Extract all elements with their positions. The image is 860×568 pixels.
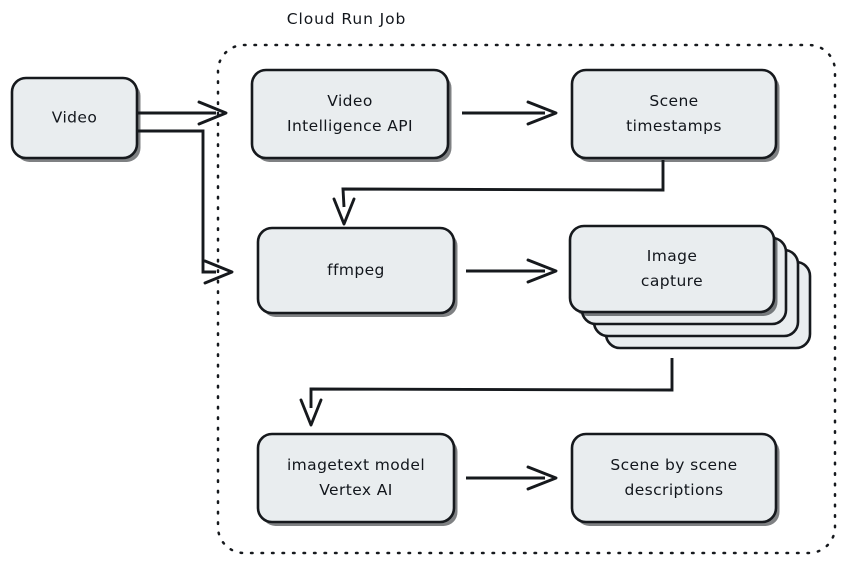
edge-ffmpeg-to-image-capture — [466, 258, 558, 284]
group-border — [216, 43, 837, 555]
node-label: descriptions — [624, 481, 723, 499]
node-body[interactable] — [250, 68, 450, 160]
edge-image-capture-to-imagetext — [299, 358, 674, 427]
node-body[interactable] — [256, 432, 456, 524]
node-label: imagetext model — [287, 456, 425, 474]
node-body[interactable] — [10, 76, 139, 160]
group-cloud-run-job: Cloud Run Job — [216, 10, 837, 555]
node-body[interactable] — [570, 68, 778, 160]
node-label: Scene — [649, 92, 698, 110]
node-image-capture[interactable]: Image capture — [568, 224, 812, 350]
node-label: Video — [52, 109, 97, 127]
node-label: Scene by scene — [610, 456, 737, 474]
edge-video-to-ffmpeg — [138, 129, 234, 285]
node-label: capture — [641, 272, 703, 290]
node-ffmpeg[interactable]: ffmpeg — [256, 226, 458, 317]
edge-video-to-vi-api — [138, 100, 228, 126]
node-scene-by-scene-descriptions[interactable]: Scene by scene descriptions — [570, 432, 780, 526]
edge-scene-timestamps-to-ffmpeg — [332, 160, 665, 226]
node-label: Video — [327, 92, 372, 110]
node-label: ffmpeg — [327, 261, 385, 279]
node-label: Vertex AI — [319, 481, 393, 499]
node-body[interactable] — [568, 224, 776, 314]
group-title: Cloud Run Job — [287, 10, 406, 28]
edge-vi-api-to-scene-timestamps — [462, 100, 558, 126]
node-body[interactable] — [256, 226, 456, 315]
node-scene-timestamps[interactable]: Scene timestamps — [570, 68, 780, 162]
node-body[interactable] — [570, 432, 778, 524]
edge-layer — [138, 100, 674, 491]
node-label: Intelligence API — [287, 117, 413, 135]
node-video[interactable]: Video — [10, 76, 141, 162]
edge-imagetext-to-descriptions — [466, 465, 558, 491]
node-label: timestamps — [626, 117, 722, 135]
node-label: Image — [647, 247, 698, 265]
